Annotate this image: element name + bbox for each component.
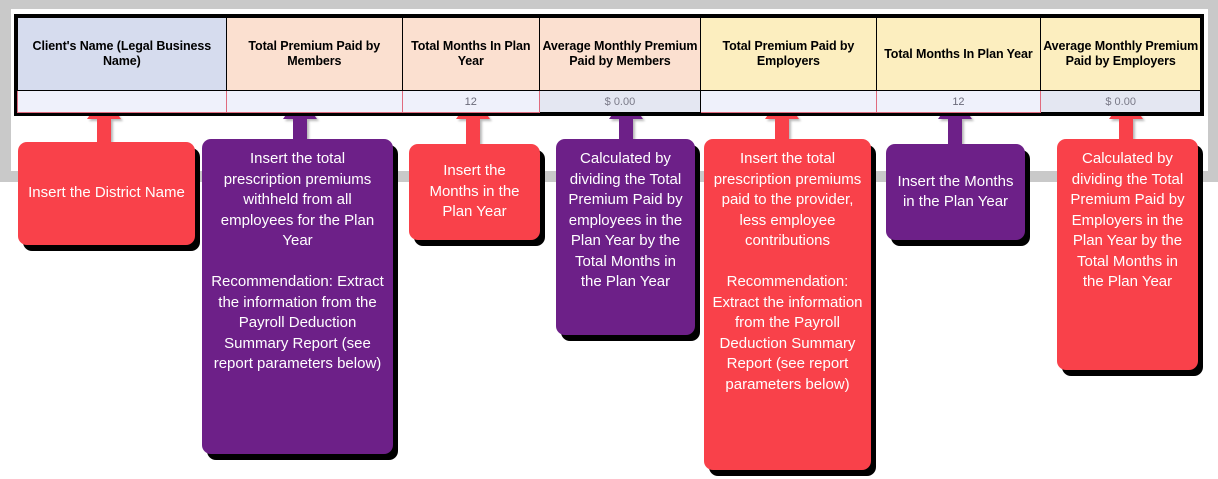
slide-frame-left [0, 0, 11, 180]
callout-member-premium: Insert the total prescription premiums w… [202, 139, 393, 454]
column-header-total-months-members: Total Months In Plan Year [401, 17, 540, 91]
callout-average-member-calc: Calculated by dividing the Total Premium… [556, 139, 695, 335]
callout-employer-premium: Insert the total prescription premiums p… [704, 139, 871, 470]
callout-months-members: Insert the Months in the Plan Year [409, 144, 540, 240]
table-header-row: Client's Name (Legal Business Name) Tota… [17, 17, 1201, 91]
column-header-average-monthly-employers: Average Monthly Premium Paid by Employer… [1040, 17, 1201, 91]
premium-summary-table: Client's Name (Legal Business Name) Tota… [14, 14, 1204, 116]
table-data-row: 12 $ 0.00 12 $ 0.00 [17, 90, 1201, 113]
input-total-months-employers[interactable]: 12 [875, 90, 1042, 113]
value-average-monthly-members: $ 0.00 [538, 90, 702, 113]
input-total-premium-employers[interactable] [700, 90, 877, 113]
column-header-total-months-employers: Total Months In Plan Year [875, 17, 1042, 91]
column-header-average-monthly-members: Average Monthly Premium Paid by Members [538, 17, 702, 91]
slide-frame-right [1208, 0, 1218, 180]
callout-months-employers: Insert the Months in the Plan Year [886, 144, 1025, 240]
slide-frame-top [0, 0, 1218, 9]
input-total-premium-members[interactable] [225, 90, 403, 113]
callout-district-name: Insert the District Name [18, 142, 195, 245]
column-header-total-premium-employers: Total Premium Paid by Employers [700, 17, 877, 91]
input-clients-name[interactable] [17, 90, 227, 113]
column-header-clients-name: Client's Name (Legal Business Name) [17, 17, 227, 91]
value-average-monthly-employers: $ 0.00 [1040, 90, 1201, 113]
input-total-months-members[interactable]: 12 [401, 90, 540, 113]
column-header-total-premium-members: Total Premium Paid by Members [225, 17, 403, 91]
callout-average-employer-calc: Calculated by dividing the Total Premium… [1057, 139, 1198, 370]
